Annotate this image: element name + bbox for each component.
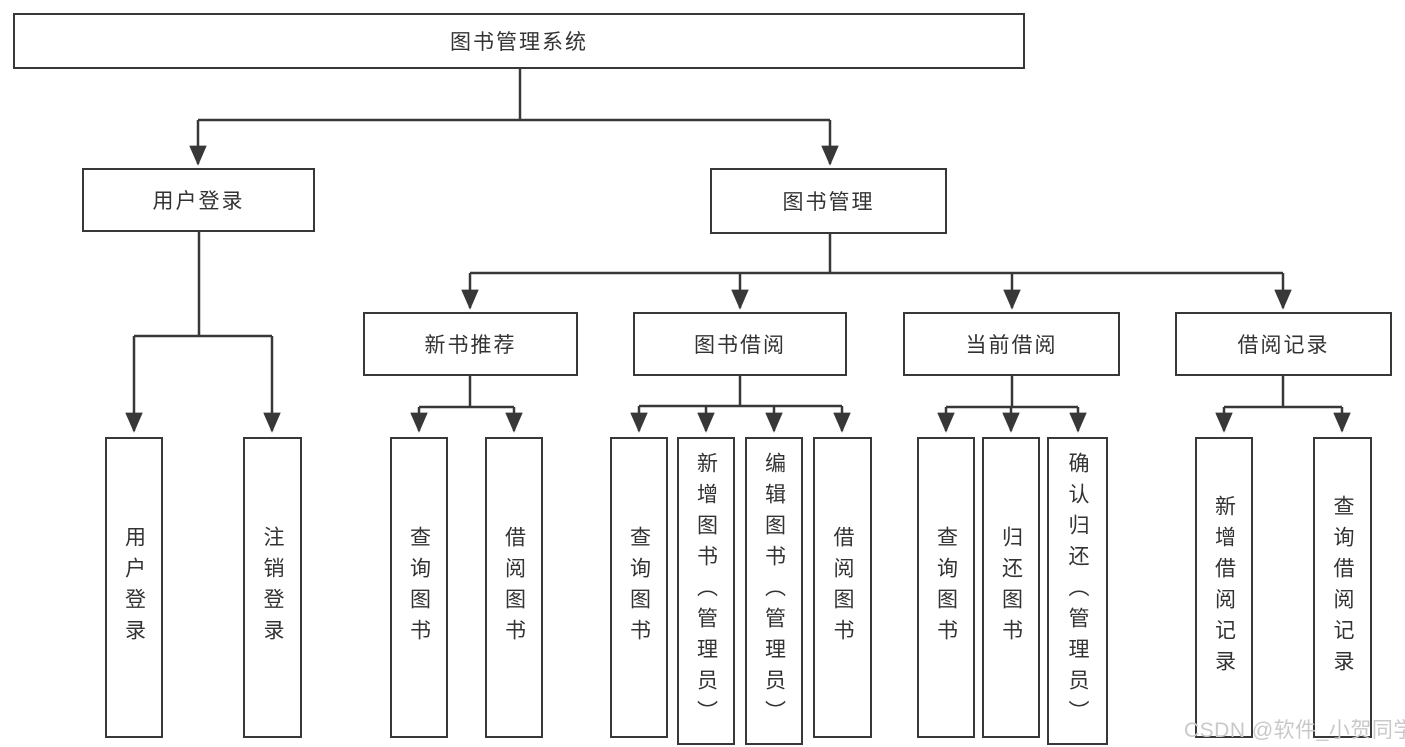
leaf-cb-query-book-label: 查询图书 bbox=[934, 525, 958, 650]
leaf-bb-add-book-admin: 新增图书（管理员） bbox=[677, 437, 735, 745]
leaf-bb-add-book-admin-label: 新增图书（管理员） bbox=[694, 451, 718, 731]
leaf-br-query-record: 查询借阅记录 bbox=[1313, 437, 1372, 738]
leaf-cb-return-book: 归还图书 bbox=[982, 437, 1040, 738]
node-book-borrow: 图书借阅 bbox=[633, 312, 847, 376]
node-book-management: 图书管理 bbox=[710, 168, 947, 234]
leaf-bb-borrow-book-label: 借阅图书 bbox=[831, 525, 854, 650]
leaf-logout: 注销登录 bbox=[243, 437, 302, 738]
leaf-user-login-label: 用户登录 bbox=[122, 525, 146, 650]
leaf-bb-query-book-label: 查询图书 bbox=[627, 525, 651, 650]
leaf-user-login: 用户登录 bbox=[105, 437, 163, 738]
node-user-login: 用户登录 bbox=[82, 168, 315, 232]
node-new-book-recommend: 新书推荐 bbox=[363, 312, 578, 376]
node-root-label: 图书管理系统 bbox=[450, 31, 588, 54]
node-user-login-label: 用户登录 bbox=[152, 190, 245, 213]
watermark: CSDN @软件_小贺同学 bbox=[1184, 719, 1405, 742]
node-current-borrow: 当前借阅 bbox=[903, 312, 1120, 376]
leaf-cb-query-book: 查询图书 bbox=[917, 437, 975, 738]
node-book-management-label: 图书管理 bbox=[782, 191, 875, 214]
leaf-cb-return-book-label: 归还图书 bbox=[999, 525, 1023, 650]
leaf-cb-confirm-return-admin: 确认归还（管理员） bbox=[1047, 437, 1108, 745]
node-root: 图书管理系统 bbox=[13, 13, 1025, 69]
leaf-br-query-record-label: 查询借阅记录 bbox=[1331, 494, 1354, 681]
node-current-borrow-label: 当前借阅 bbox=[965, 334, 1058, 357]
leaf-bb-edit-book-admin: 编辑图书（管理员） bbox=[745, 437, 803, 745]
node-borrow-record-label: 借阅记录 bbox=[1237, 334, 1330, 357]
node-new-book-recommend-label: 新书推荐 bbox=[424, 334, 517, 357]
node-borrow-record: 借阅记录 bbox=[1175, 312, 1392, 376]
leaf-nb-query-book: 查询图书 bbox=[390, 437, 448, 738]
leaf-bb-query-book: 查询图书 bbox=[610, 437, 668, 738]
leaf-nb-query-book-label: 查询图书 bbox=[407, 525, 431, 650]
leaf-br-add-record: 新增借阅记录 bbox=[1195, 437, 1253, 738]
node-book-borrow-label: 图书借阅 bbox=[694, 334, 786, 357]
leaf-bb-edit-book-admin-label: 编辑图书（管理员） bbox=[762, 451, 786, 731]
leaf-cb-confirm-return-admin-label: 确认归还（管理员） bbox=[1066, 451, 1089, 731]
leaf-logout-label: 注销登录 bbox=[261, 525, 284, 650]
leaf-nb-borrow-book: 借阅图书 bbox=[485, 437, 543, 738]
leaf-bb-borrow-book: 借阅图书 bbox=[813, 437, 872, 738]
leaf-br-add-record-label: 新增借阅记录 bbox=[1212, 494, 1236, 681]
leaf-nb-borrow-book-label: 借阅图书 bbox=[502, 525, 526, 650]
